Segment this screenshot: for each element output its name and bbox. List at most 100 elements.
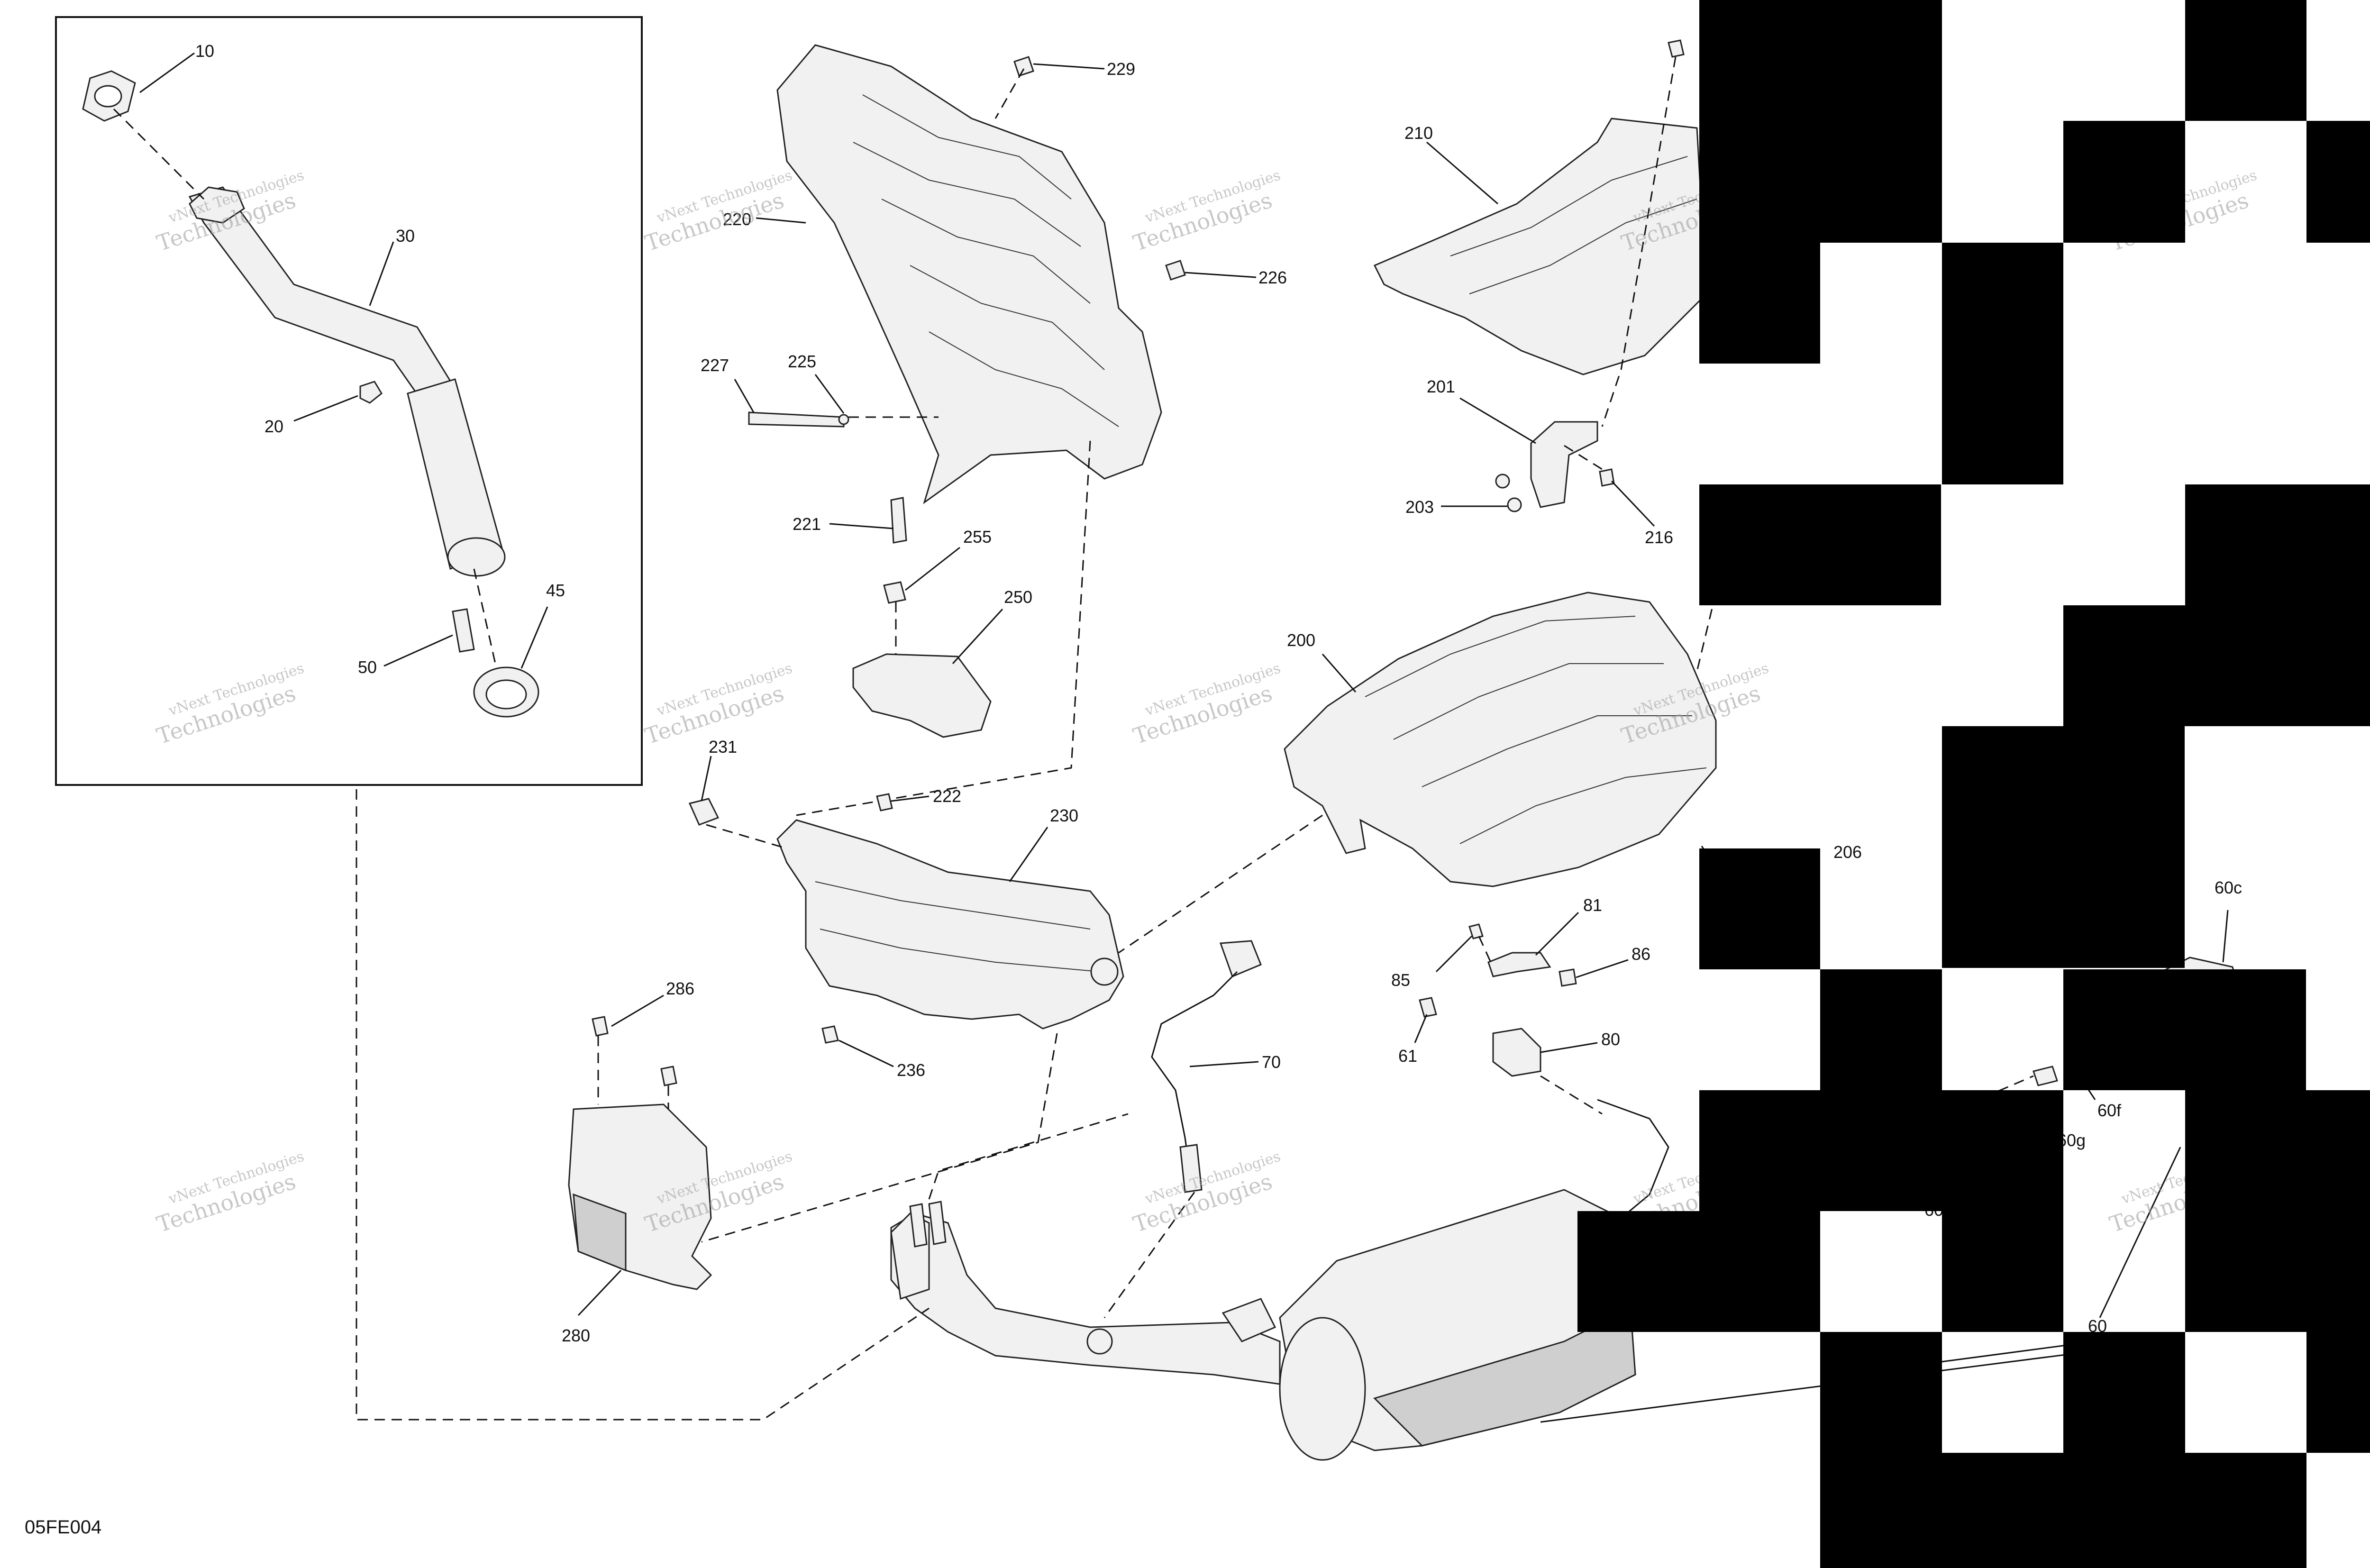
shield-230-hole [1090,957,1119,986]
bolt-227-part [748,411,845,428]
shield-rib-2 [853,142,1081,247]
dash-231 [706,824,787,849]
callout-201: 201 [1427,377,1455,396]
pipe-stud-a [928,1201,947,1245]
shield-210-group: 210 201 203 216 [1373,39,1717,711]
heat-shield-230-part [776,819,1124,1030]
bracket-201-part [1530,421,1598,508]
leader-60c [2222,910,2229,963]
redaction-block [2063,605,2370,726]
pipe-flange [189,186,245,224]
redaction-block [1942,1211,2063,1332]
shield-rib-5 [929,331,1119,427]
redaction-block [1820,969,1942,1090]
callout-221: 221 [793,514,821,534]
leader-229 [1033,63,1105,70]
dash-230-280 [701,1033,1058,1243]
leader-85 [1435,935,1473,973]
callout-86: 86 [1632,944,1650,964]
bolt-255-part [883,581,906,604]
redaction-block [1942,726,2185,968]
redaction-block [2063,969,2306,1090]
bolt-216-part [1599,468,1615,487]
redaction-block [1699,243,1820,364]
callout-80: 80 [1601,1030,1620,1049]
callout-230: 230 [1050,806,1078,825]
leader-81 [1535,912,1579,956]
dash-229 [994,68,1025,119]
shield-230-rib-1 [815,881,1091,930]
callout-203: 203 [1405,497,1434,517]
leader-280 [577,1269,622,1316]
leader-30 [369,241,394,306]
callout-286: 286 [666,979,694,998]
bolt-60f-part [2033,1066,2058,1086]
gasket-hole [94,85,122,108]
shield-210-rib-2 [1469,199,1697,294]
redaction-block [1699,484,1941,605]
leader-227 [734,379,755,413]
dash-pipe-280 [928,1113,1129,1200]
catalyst-cover-200-group: 200 [1118,592,1717,954]
muffler-end-cap [1279,1317,1366,1461]
shield-rib-4 [910,265,1105,370]
callout-45: 45 [546,581,565,600]
shield-rib-3 [881,199,1091,304]
bolt-236-part [821,1025,839,1044]
dash-80-pipe [1540,1075,1603,1115]
washer-225-part [838,414,849,425]
exhaust-pipe-muffler-group [356,789,1669,1461]
nut-203b-part [1507,497,1522,512]
callout-70: 70 [1262,1052,1281,1072]
shield-rib-1 [862,94,1072,200]
redaction-block [2306,1332,2370,1453]
leader-50 [383,634,453,667]
dash-200-230 [1118,814,1323,954]
clip-61-part [1419,997,1437,1018]
shield-210-rib-1 [1450,156,1688,256]
callout-30: 30 [396,226,415,246]
callout-60c: 60c [2215,878,2242,897]
heat-shield-230-group: 231 222 230 236 [688,737,1124,1243]
leader-220 [756,217,806,224]
watermark-2: vNext Technologies Technologies [642,167,794,256]
redaction-blocks [1577,0,2370,1568]
inset-frame [55,16,643,786]
bolt-229-part [1013,56,1034,77]
callout-255: 255 [963,527,992,547]
inset-panel: 10 30 20 50 45 [55,16,643,786]
callout-61: 61 [1398,1046,1417,1066]
callout-10: 10 [195,41,214,61]
callout-250: 250 [1004,587,1032,607]
dash-210-200 [1686,592,1717,711]
leader-236 [839,1039,894,1067]
watermark-8: vNext Technologies Technologies [1130,660,1283,749]
clip-221-part [890,497,907,544]
redaction-block [2185,484,2370,605]
callout-81: 81 [1583,895,1602,915]
watermark-13: vNext Technologies Technologies [1130,1148,1283,1237]
pipe-stud-b [909,1203,928,1248]
shield-280-shade [573,1193,627,1272]
watermark-11: vNext Technologies Technologies [154,1148,306,1237]
heat-shield-220-group: 229 220 226 227 225 221 255 250 [701,44,1287,816]
callout-216: 216 [1645,528,1673,547]
dash-sensor-pipe [1103,1192,1195,1318]
cover-rib-4 [1459,767,1707,844]
leader-61 [1414,1014,1428,1043]
callout-280: 280 [562,1326,590,1345]
leader-216 [1611,480,1655,527]
leader-250 [952,608,1003,665]
callout-226: 226 [1258,268,1287,287]
sensor-connector-part [1219,940,1262,977]
leader-200 [1322,654,1357,693]
nut-203a-part [1495,474,1510,489]
watermark-3: vNext Technologies Technologies [1130,167,1283,256]
callout-227: 227 [701,356,729,375]
muffler-hanger [1597,1099,1669,1219]
catalyst-cover-200-part [1284,592,1717,887]
nut-86-part [1559,968,1577,987]
leader-255 [905,547,960,591]
drawing-code: 05FE004 [25,1517,101,1538]
